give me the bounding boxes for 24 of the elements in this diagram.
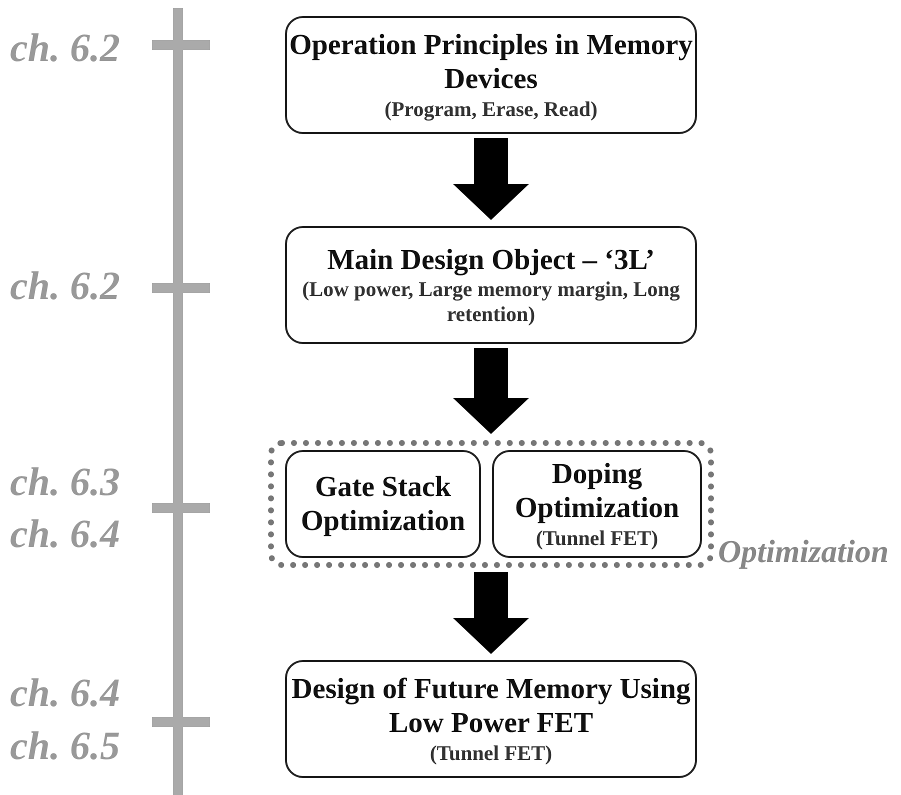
box-subtitle: (Low power, Large memory margin, Long retention): [301, 276, 681, 328]
block-arrow: [453, 138, 529, 220]
process-box: [285, 660, 697, 778]
box-subtitle: (Tunnel FET): [430, 740, 552, 766]
box-subtitle: (Tunnel FET): [536, 526, 658, 551]
process-box: [285, 226, 697, 344]
chapter-label: ch. 6.2: [10, 266, 120, 306]
chapter-label: ch. 6.4: [10, 514, 120, 554]
chapter-label: ch. 6.5: [10, 726, 120, 766]
box-title: Gate Stack Optimization: [300, 470, 466, 538]
box-title: Operation Principles in Memory Devices: [288, 28, 694, 97]
process-box: [492, 450, 702, 558]
process-box: [285, 450, 481, 558]
block-arrow: [453, 572, 529, 654]
box-title: Design of Future Memory Using Low Power FET: [290, 672, 692, 741]
box-subtitle: (Program, Erase, Read): [384, 96, 598, 122]
chapter-label: ch. 6.2: [10, 28, 120, 68]
block-arrow: [453, 348, 529, 434]
box-title: Main Design Object – ‘3L’: [327, 242, 655, 277]
process-box: [285, 16, 697, 134]
box-title: Doping Optimization: [514, 457, 680, 526]
group-heading: Optimization: [718, 533, 889, 570]
chapter-label: ch. 6.3: [10, 462, 120, 502]
chapter-label: ch. 6.4: [10, 673, 120, 713]
